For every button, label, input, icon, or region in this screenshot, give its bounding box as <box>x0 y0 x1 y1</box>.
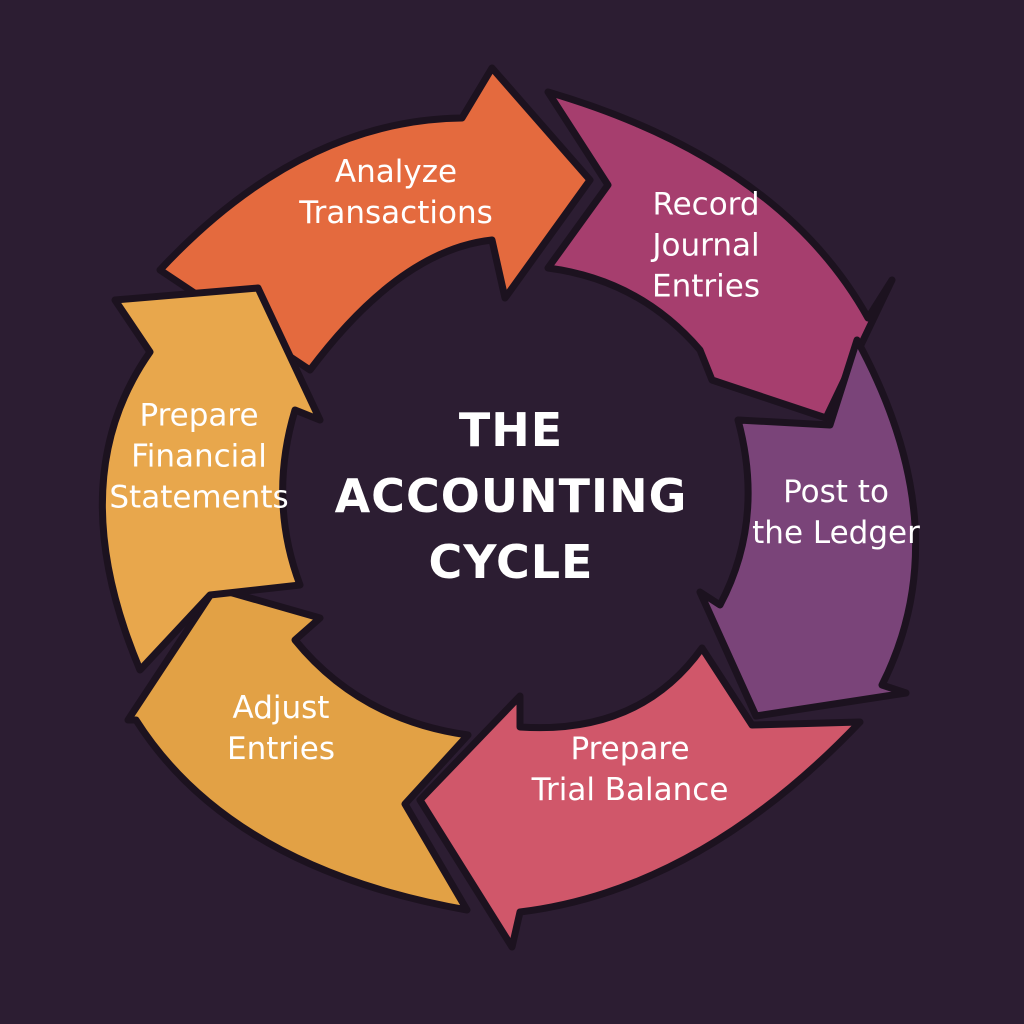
step-label-prepare-trial-balance: Prepare Trial Balance <box>531 731 729 808</box>
arrow-prepare-financial-statements <box>98 284 324 674</box>
step-label-record-journal-entries: Record Journal Entries <box>652 186 760 305</box>
arrow-analyze-transactions <box>156 64 594 374</box>
arrow-record-journal-entries <box>544 88 896 422</box>
diagram-title: THE ACCOUNTING CYCLE <box>334 403 688 589</box>
step-label-adjust-entries: Adjust Entries <box>227 690 335 767</box>
step-label-analyze-transactions: Analyze Transactions <box>299 154 493 231</box>
arrow-adjust-entries <box>124 584 472 914</box>
step-label-post-to-ledger: Post to the Ledger <box>752 474 920 551</box>
step-label-prepare-financial-statements: Prepare Financial Statements <box>109 397 289 516</box>
arrow-prepare-trial-balance <box>416 644 864 951</box>
arrow-post-to-ledger <box>696 336 920 720</box>
